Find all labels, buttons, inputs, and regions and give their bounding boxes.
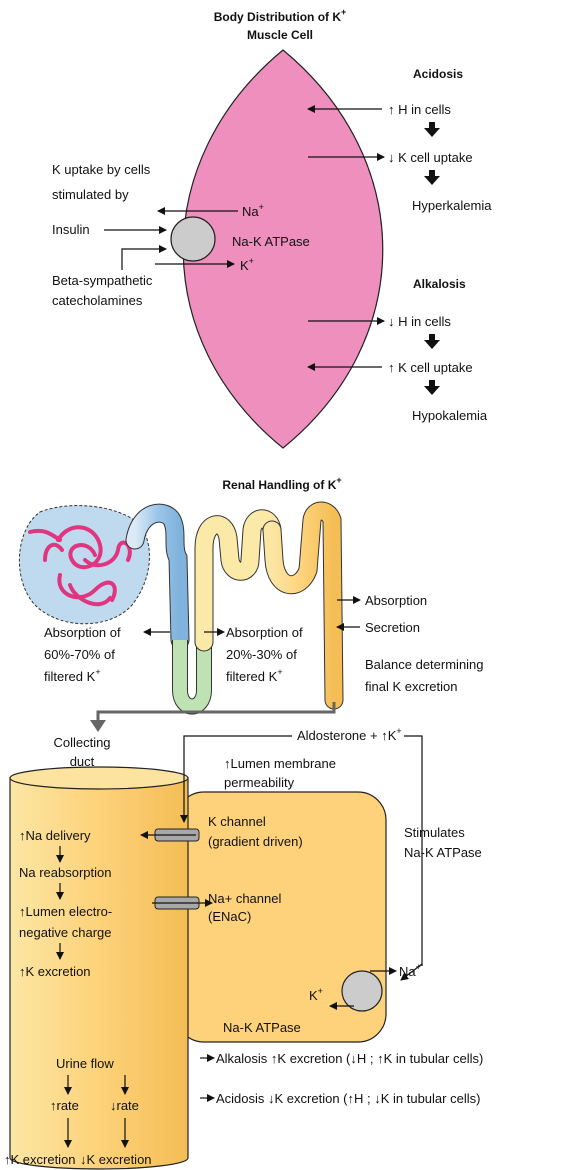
rate-up-label: ↑rate (50, 1098, 79, 1113)
acidosis-step1: ↑ H in cells (388, 102, 451, 117)
proximal-label-3: filtered K+ (44, 667, 101, 684)
loop-label-2: 20%-30% of (226, 647, 297, 662)
alkalosis-note: Alkalosis ↑K excretion (↓H ; ↑K in tubul… (216, 1051, 483, 1066)
down-arrow-icon (424, 122, 440, 137)
balance-label-1: Balance determining (365, 657, 484, 672)
alkalosis-step2: ↑ K cell uptake (388, 360, 473, 375)
acidosis-step2: ↓ K cell uptake (388, 150, 473, 165)
lumen-step-2: Na reabsorption (19, 865, 112, 880)
bowman-capsule (19, 506, 149, 624)
proximal-label-2: 60%-70% of (44, 647, 115, 662)
loop-label-3: filtered K+ (226, 667, 283, 684)
beta-arrow (122, 249, 166, 270)
collecting-label-1: Collecting (53, 735, 110, 750)
renal-title: Renal Handling of K+ (222, 475, 341, 492)
down-arrow-icon (424, 334, 440, 349)
insulin-label: Insulin (52, 222, 90, 237)
hypokalemia-label: Hypokalemia (412, 408, 488, 423)
k-channel-label-2: (gradient driven) (208, 834, 303, 849)
lumen-top (10, 767, 188, 789)
uptake-label-1: K uptake by cells (52, 162, 151, 177)
uptake-label-2: stimulated by (52, 187, 129, 202)
permeability-label-2: permeability (224, 775, 295, 790)
na-k-atpase-pump-icon (342, 971, 382, 1011)
lumen-step-3: ↑Lumen electro- (19, 904, 112, 919)
thick-ascending-outline (204, 519, 272, 642)
distribution-title: Body Distribution of K+ (214, 7, 347, 24)
na-channel-label-1: Na+ channel (208, 891, 281, 906)
rate-down-label: ↓rate (110, 1098, 139, 1113)
stimulates-label-2: Na-K ATPase (404, 845, 482, 860)
alkalosis-heading: Alkalosis (413, 277, 466, 291)
alkalosis-step1: ↓ H in cells (388, 314, 451, 329)
acidosis-note: Acidosis ↓K excretion (↑H ; ↓K in tubula… (216, 1091, 480, 1106)
na-k-pump-icon (171, 217, 215, 261)
distal-secretion-label: Secretion (365, 620, 420, 635)
pump-label: Na-K ATPase (232, 234, 310, 249)
lumen-step-1: ↑Na delivery (19, 828, 91, 843)
down-arrow-icon (424, 380, 440, 395)
beta-label-2: catecholamines (52, 293, 143, 308)
loop-label-1: Absorption of (226, 625, 303, 640)
excretion-down-label: ↓K excretion (80, 1152, 152, 1167)
aldosterone-label: Aldosterone + ↑K+ (297, 726, 402, 743)
cell-pump-label: Na-K ATPase (223, 1020, 301, 1035)
connector-line (98, 702, 334, 722)
beta-label-1: Beta-sympathetic (52, 273, 153, 288)
hyperkalemia-label: Hyperkalemia (412, 198, 492, 213)
stimulates-label-1: Stimulates (404, 825, 465, 840)
lumen-step-5: ↑K excretion (19, 964, 91, 979)
na-channel-label-2: (ENaC) (208, 909, 251, 924)
proximal-label-1: Absorption of (44, 625, 121, 640)
acidosis-heading: Acidosis (413, 67, 463, 81)
distribution-subtitle: Muscle Cell (247, 28, 313, 42)
k-channel-label-1: K channel (208, 814, 266, 829)
excretion-up-label: ↑K excretion (4, 1152, 76, 1167)
lumen-step-4: negative charge (19, 925, 112, 940)
distal-absorption-label: Absorption (365, 593, 427, 608)
urine-flow-label: Urine flow (56, 1056, 114, 1071)
down-arrow-icon (424, 170, 440, 185)
connector-arrow-icon (90, 720, 106, 732)
permeability-label-1: ↑Lumen membrane (224, 756, 336, 771)
balance-label-2: final K excretion (365, 679, 458, 694)
cell-na-label: Na+ (399, 962, 421, 979)
